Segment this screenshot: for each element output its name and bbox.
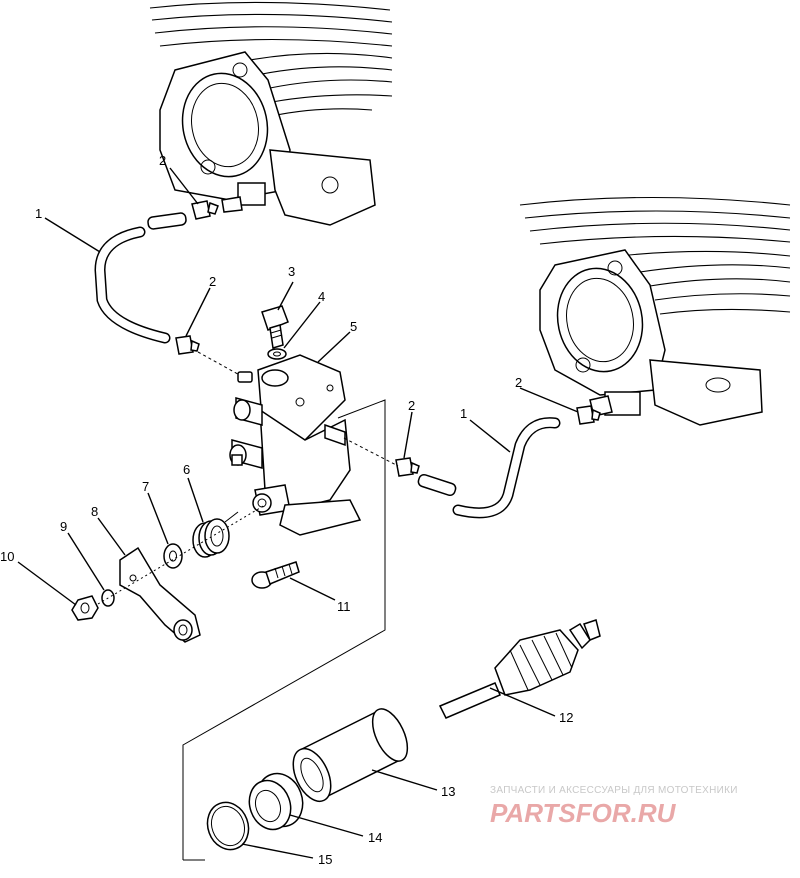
oil-seal: [248, 772, 304, 831]
oil-hose-right: [417, 417, 561, 519]
callout-4: 4: [318, 289, 325, 304]
drive-gear-shaft: [438, 619, 601, 719]
callout-2-right-upper: 2: [515, 375, 522, 390]
callout-10: 10: [0, 549, 14, 564]
callout-2-left: 2: [209, 274, 216, 289]
oil-hose-left: [94, 212, 187, 344]
sealing-washer: [267, 348, 287, 360]
shaft-bushing: [292, 708, 409, 803]
mounting-screw: [251, 561, 300, 589]
callout-5: 5: [350, 319, 357, 334]
callout-15: 15: [318, 852, 332, 867]
watermark-tagline: ЗАПЧАСТИ И АКСЕССУАРЫ ДЛЯ МОТОТЕХНИКИ: [490, 785, 738, 796]
leader-lines: [17, 167, 579, 859]
assembly-bracket: [182, 399, 386, 861]
callout-1-right: 1: [460, 406, 467, 421]
watermark-logo: PARTSFOR.RU: [490, 798, 677, 828]
callout-8: 8: [91, 504, 98, 519]
hose-clamp-right-upper: [576, 405, 601, 425]
hose-clamp-right: [395, 457, 420, 477]
lever-nut: [71, 595, 99, 621]
callout-1-left: 1: [35, 206, 42, 221]
callout-12: 12: [559, 710, 573, 725]
callout-3: 3: [288, 264, 295, 279]
flat-washer-7: [163, 543, 183, 569]
o-ring: [206, 801, 250, 851]
callout-2-upper: 2: [159, 153, 166, 168]
upper-cylinder: [149, 1, 393, 226]
callout-6: 6: [183, 462, 190, 477]
control-lever: [119, 546, 201, 643]
banjo-bolt: [261, 305, 289, 349]
callout-9: 9: [60, 519, 67, 534]
callout-11: 11: [337, 599, 351, 614]
hose-clamp-left: [175, 335, 200, 355]
callout-7: 7: [142, 479, 149, 494]
oil-pump: [229, 354, 362, 536]
callout-14: 14: [368, 830, 382, 845]
hose-clamp-upper: [191, 200, 219, 220]
callout-2-right: 2: [408, 398, 415, 413]
callout-13: 13: [441, 784, 455, 799]
right-cylinder: [519, 196, 791, 426]
return-spring: [192, 511, 239, 558]
